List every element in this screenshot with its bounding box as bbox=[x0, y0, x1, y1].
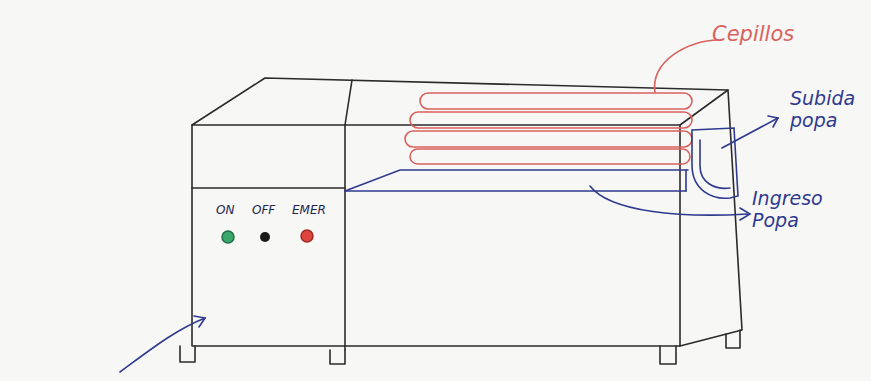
pointer-arrow bbox=[120, 316, 205, 372]
on-button bbox=[222, 231, 234, 243]
button-label: EMER bbox=[292, 204, 342, 218]
emergency-button bbox=[301, 230, 313, 242]
part-label: Ingreso Popa bbox=[752, 188, 842, 232]
lift-chute bbox=[692, 116, 778, 198]
off-button bbox=[260, 232, 270, 242]
intake-tray bbox=[345, 170, 750, 220]
part-label: Cepillos bbox=[712, 22, 822, 46]
part-label: Subida popa bbox=[790, 88, 860, 132]
button-label: OFF bbox=[252, 204, 292, 218]
brushes bbox=[405, 40, 718, 164]
machine-body bbox=[180, 78, 742, 364]
buttons bbox=[222, 230, 313, 243]
button-label: ON bbox=[216, 204, 256, 218]
